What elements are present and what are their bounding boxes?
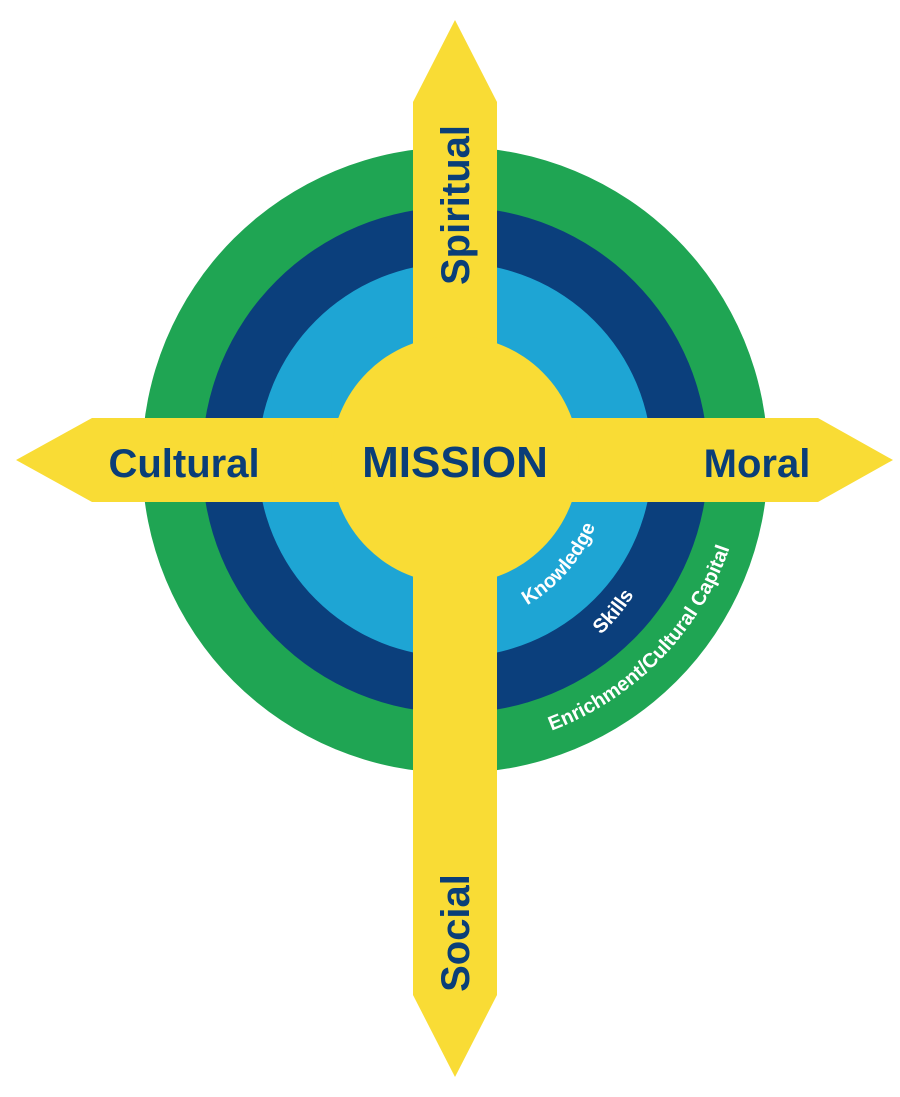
mission-label: MISSION xyxy=(362,438,548,487)
arm-label-moral: Moral xyxy=(704,442,811,486)
arm-label-social: Social xyxy=(434,874,478,992)
arm-label-cultural: Cultural xyxy=(108,442,259,486)
arm-label-spiritual: Spiritual xyxy=(434,125,478,285)
mission-hub xyxy=(331,336,579,584)
